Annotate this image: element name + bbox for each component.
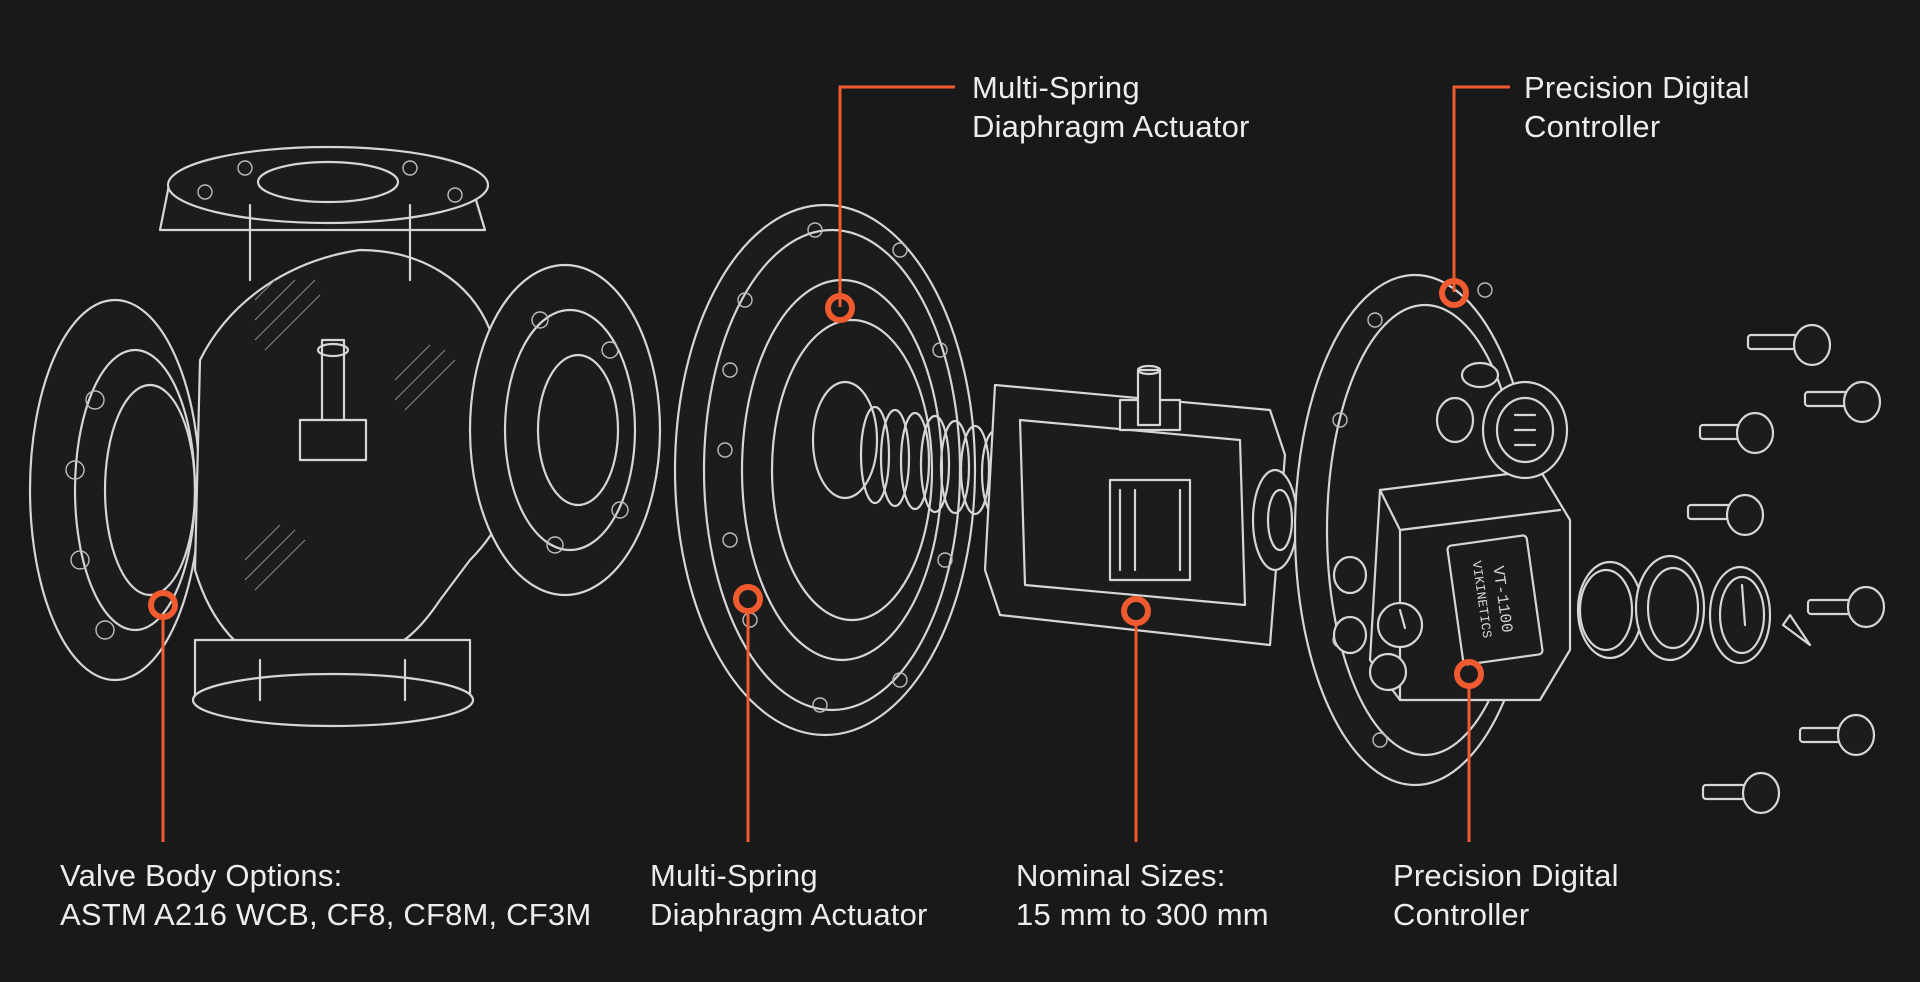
label-bottom-actuator-line2: Diaphragm Actuator [650, 897, 928, 932]
callout-dot-valve-body [148, 590, 178, 620]
callout-dot-bottom-actuator [733, 584, 763, 614]
label-bottom-controller-line1: Precision Digital [1393, 858, 1619, 893]
callout-dot-top-controller [1439, 278, 1469, 308]
label-top-controller-line2: Controller [1524, 109, 1661, 144]
bolts [1686, 323, 1886, 815]
callout-dot-nominal-sizes [1121, 596, 1151, 626]
label-top-controller: Precision Digital Controller [1524, 68, 1750, 146]
label-valve-body: Valve Body Options: ASTM A216 WCB, CF8, … [60, 856, 591, 934]
callout-dot-top-actuator [825, 293, 855, 323]
label-valve-body-line2: ASTM A216 WCB, CF8, CF8M, CF3M [60, 897, 592, 932]
label-bottom-controller: Precision Digital Controller [1393, 856, 1619, 934]
label-top-controller-line1: Precision Digital [1524, 70, 1750, 105]
label-bottom-actuator-line1: Multi-Spring [650, 858, 818, 893]
leader-top-controller [1452, 85, 1510, 292]
label-top-actuator: Multi-Spring Diaphragm Actuator [972, 68, 1250, 146]
gaskets-and-gauge [1576, 554, 1812, 665]
label-nominal-sizes-line1: Nominal Sizes: [1016, 858, 1226, 893]
label-valve-body-line1: Valve Body Options: [60, 858, 343, 893]
label-top-actuator-line1: Multi-Spring [972, 70, 1140, 105]
label-bottom-controller-line2: Controller [1393, 897, 1530, 932]
digital-controller: VT-1100 VIKINETICS [1332, 361, 1572, 702]
label-nominal-sizes-line2: 15 mm to 300 mm [1016, 897, 1269, 932]
leader-top-actuator [838, 85, 955, 307]
callout-leaders [148, 85, 1510, 842]
callout-dot-bottom-controller [1454, 659, 1484, 689]
label-nominal-sizes: Nominal Sizes: 15 mm to 300 mm [1016, 856, 1269, 934]
yoke [983, 364, 1299, 647]
valve-body [28, 145, 662, 728]
label-top-actuator-line2: Diaphragm Actuator [972, 109, 1250, 144]
label-bottom-actuator: Multi-Spring Diaphragm Actuator [650, 856, 928, 934]
